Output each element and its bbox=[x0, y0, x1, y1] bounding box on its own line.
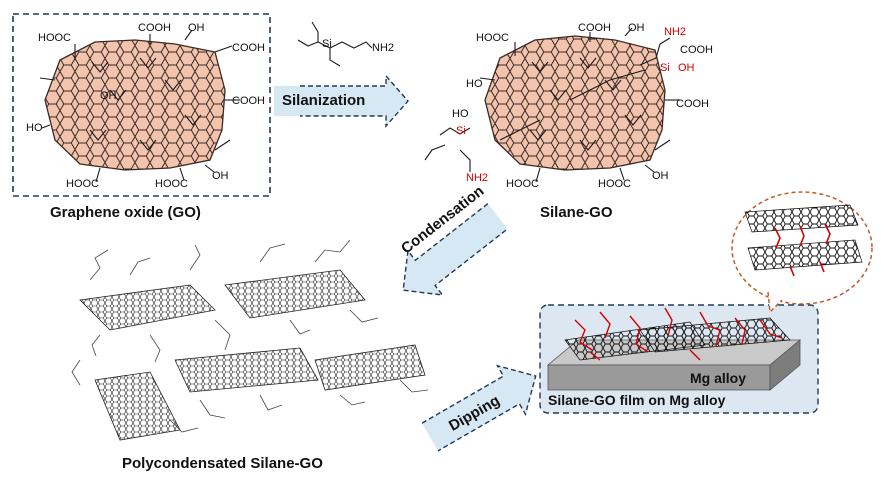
sgo-label-cooh-tr: COOH bbox=[680, 44, 713, 56]
sgo-label-cooh-top: COOH bbox=[578, 22, 611, 34]
sgo-label-oh-br: OH bbox=[652, 170, 669, 182]
go-label-cooh-r: COOH bbox=[232, 95, 265, 107]
graphene-oxide-sheet bbox=[39, 29, 240, 183]
sgo-label-si: Si bbox=[660, 62, 670, 74]
zoom-bubble bbox=[731, 191, 873, 314]
go-label-ho-left: HO bbox=[26, 122, 43, 134]
reagent-si: Si bbox=[322, 38, 332, 50]
go-label-cooh-tr: COOH bbox=[232, 42, 265, 54]
go-label-oh-top: OH bbox=[188, 22, 205, 34]
polycondensated-network bbox=[71, 239, 429, 441]
silane-go-film bbox=[564, 307, 791, 361]
sgo-label-hooc-bl: HOOC bbox=[506, 178, 539, 190]
step-silanization: Silanization bbox=[282, 92, 366, 109]
aminosilane-reagent bbox=[297, 21, 373, 67]
sgo-label-ho-l: HO bbox=[466, 78, 483, 90]
silanization-arrow bbox=[274, 76, 408, 126]
go-label-hooc-bl: HOOC bbox=[66, 178, 99, 190]
sgo-label-hooc-tl: HOOC bbox=[476, 32, 509, 44]
go-label-oh-br: OH bbox=[212, 170, 229, 182]
mg-alloy-slab bbox=[546, 339, 802, 391]
sgo-label-nh2-bottom: NH2 bbox=[466, 172, 489, 184]
go-label-cooh-top: COOH bbox=[138, 22, 171, 34]
sgo-label-ho-left: HO bbox=[452, 108, 469, 120]
sgo-label-hooc-bm: HOOC bbox=[598, 178, 631, 190]
caption-silane-go: Silane-GO bbox=[540, 204, 613, 221]
caption-film: Silane-GO film on Mg alloy bbox=[548, 392, 726, 408]
go-label-hooc-tl: HOOC bbox=[38, 32, 71, 44]
go-label-oh-mid: OH bbox=[100, 90, 117, 102]
reagent-nh2: NH2 bbox=[372, 42, 395, 54]
sgo-label-oh-red: OH bbox=[678, 62, 695, 74]
sgo-label-oh-top: OH bbox=[628, 22, 645, 34]
caption-mg-alloy: Mg alloy bbox=[690, 370, 747, 386]
go-label-hooc-bm: HOOC bbox=[155, 178, 188, 190]
condensation-arrow bbox=[402, 203, 508, 296]
sgo-label-cooh-r: COOH bbox=[676, 98, 709, 110]
silane-go-sheet bbox=[424, 27, 680, 183]
sgo-label-nh2-top: NH2 bbox=[664, 26, 687, 38]
dipping-arrow bbox=[421, 364, 537, 452]
caption-graphene-oxide: Graphene oxide (GO) bbox=[50, 204, 201, 221]
caption-polycondensated: Polycondensated Silane-GO bbox=[122, 455, 323, 472]
sgo-label-si-left: Si bbox=[456, 125, 466, 137]
